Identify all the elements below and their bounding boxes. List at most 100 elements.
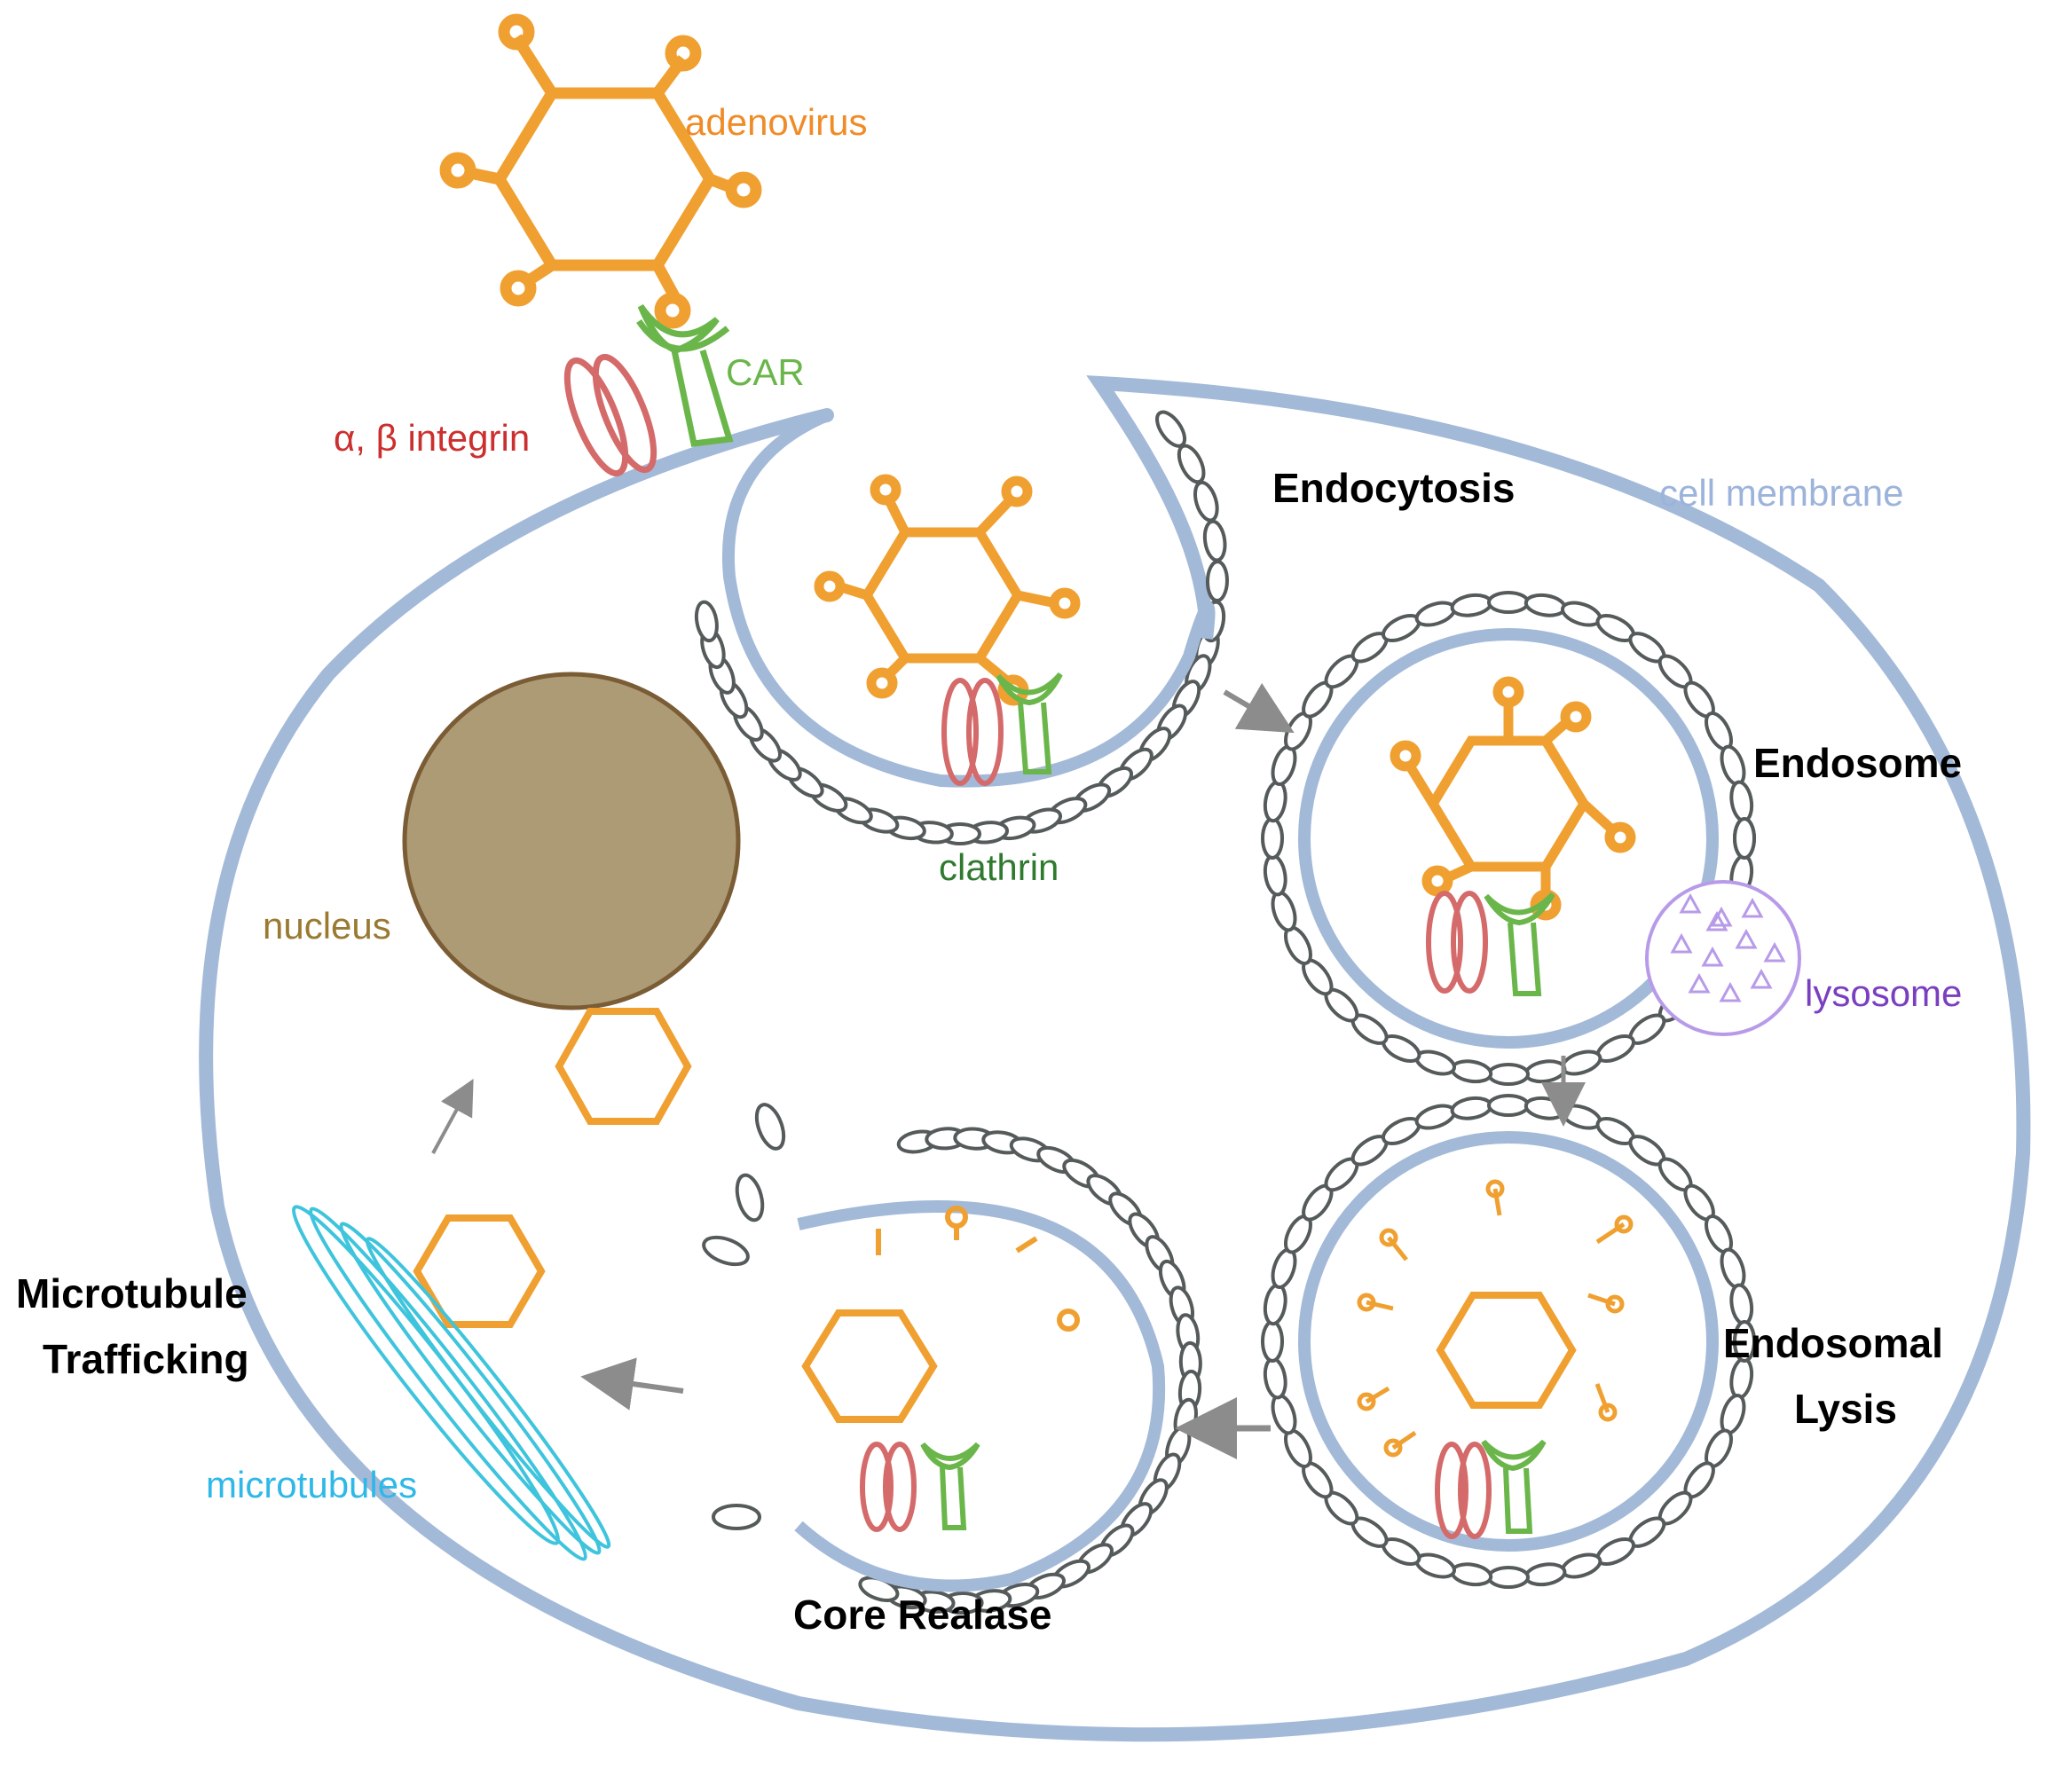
capsid-fragment [1587, 1293, 1616, 1307]
capsid-fragments-release [876, 1206, 1080, 1332]
lysis-endosome-membrane [1298, 1131, 1719, 1552]
capsid-fragment-head [945, 1206, 968, 1229]
clathrin-unit [1205, 560, 1229, 603]
clathrin-unit [1414, 1104, 1456, 1130]
label-integrin: α, β integrin [334, 417, 530, 459]
clathrin-unit [735, 1173, 765, 1222]
label-endocytosis: Endocytosis [1272, 465, 1516, 511]
clathrin-unit [1561, 1049, 1602, 1076]
car-receptor-lysis-icon [1481, 1439, 1547, 1534]
capsid-fragment-head [1614, 1214, 1634, 1234]
clathrin-unit [1524, 1562, 1567, 1587]
integrin-pit-icon [941, 678, 1004, 786]
clathrin-unit [1263, 853, 1287, 897]
viral-core-release-icon [801, 1309, 938, 1423]
integrin-endosome-icon [1426, 891, 1488, 994]
label-cell-membrane: cell membrane [1659, 472, 1903, 514]
arrow-release-to-trafficking [580, 1357, 684, 1411]
label-endosomal-lysis-1: Endosomal [1723, 1320, 1943, 1366]
clathrin-unit [1720, 1247, 1746, 1289]
car-receptor-pit-icon [996, 672, 1063, 774]
clathrin-unit [1561, 1552, 1602, 1579]
adenovirus-particle-icon [439, 13, 762, 329]
clathrin-unit [712, 1504, 761, 1530]
lysosome-icon [1645, 880, 1801, 1036]
nucleus-icon [402, 672, 741, 1010]
enzyme-triangle-icon [1705, 910, 1728, 931]
adenovirus-in-pit-icon [814, 474, 1081, 706]
capsid-fragment [1387, 1236, 1408, 1261]
label-microtubule-trafficking-2: Trafficking [43, 1336, 249, 1382]
capsid-fragment [1366, 1300, 1394, 1311]
capsid-fragment-head [1605, 1294, 1625, 1314]
clathrin-unit [1524, 1059, 1567, 1084]
label-clathrin: clathrin [939, 846, 1059, 888]
clathrin-unit [1733, 817, 1756, 860]
clathrin-unit [1487, 1566, 1530, 1589]
viral-core-at-nucleus-icon [555, 1008, 692, 1125]
capsid-fragment-head [1485, 1179, 1505, 1199]
clathrin-unit [1271, 1394, 1297, 1435]
enzyme-triangle-icon [1701, 946, 1724, 967]
clathrin-unit [1487, 591, 1530, 614]
lysosome-enzymes [1670, 892, 1786, 1002]
capsid-fragment [1391, 1430, 1417, 1450]
enzyme-triangle-icon [1670, 932, 1693, 954]
enzyme-triangle-icon [1763, 941, 1786, 963]
capsid-fragment-head [1057, 1309, 1080, 1332]
capsid-fragment-head [1357, 1293, 1376, 1312]
viral-core-lysis-icon [1436, 1292, 1577, 1409]
label-core-release: Core Realase [793, 1592, 1052, 1638]
cell-membrane [199, 375, 2031, 1742]
clathrin-unit [754, 1103, 786, 1151]
clathrin-unit [1450, 1562, 1493, 1587]
enzyme-triangle-icon [1688, 972, 1711, 994]
clathrin-unit [1193, 480, 1219, 523]
adenovirus-in-endosome-icon [1390, 676, 1636, 921]
microtubules-icon [291, 1205, 611, 1561]
clathrin-unit [702, 1235, 750, 1267]
clathrin-unit [1202, 519, 1227, 562]
clathrin-unit [1263, 1283, 1287, 1326]
clathrin-unit [1271, 891, 1297, 932]
label-microtubule-trafficking-1: Microtubule [16, 1270, 248, 1316]
car-receptor-icon [636, 303, 734, 447]
label-endosome: Endosome [1753, 740, 1962, 786]
label-endosomal-lysis-2: Lysis [1794, 1386, 1897, 1432]
clathrin-unit [1733, 1320, 1756, 1363]
label-adenovirus: adenovirus [685, 101, 867, 143]
clathrin-unit [1524, 593, 1567, 617]
clathrin-unit [1524, 1096, 1567, 1120]
capsid-fragment [1015, 1236, 1038, 1254]
capsid-fragment [1595, 1222, 1626, 1245]
label-car: CAR [726, 351, 805, 393]
endosome-membrane [1298, 628, 1719, 1049]
capsid-fragments-lysis [1357, 1179, 1634, 1458]
clathrin-unit [1720, 744, 1746, 786]
clathrin-coat-release [858, 1127, 1202, 1615]
clathrin-unit [1487, 1063, 1530, 1086]
clathrin-unit [1729, 780, 1754, 823]
label-lysosome: lysosome [1805, 972, 1962, 1014]
arrow-trafficking-to-nucleus [431, 1078, 474, 1154]
integrin-lysis-icon [1435, 1442, 1492, 1539]
clathrin-unit [1729, 1283, 1754, 1326]
capsid-fragment-head [1598, 1403, 1618, 1422]
clathrin-unit [1450, 593, 1493, 617]
enzyme-triangle-icon [1741, 897, 1764, 918]
enzyme-triangle-icon [1750, 968, 1773, 989]
clathrin-unit [1263, 1356, 1287, 1400]
clathrin-coat-lysis [1261, 1094, 1756, 1589]
invagination-membrane [722, 409, 1216, 788]
clathrin-unit [694, 600, 719, 643]
clathrin-unit [1487, 1094, 1530, 1117]
capsid-fragment-head [1357, 1392, 1376, 1411]
label-microtubules: microtubules [206, 1464, 417, 1505]
clathrin-unit [1414, 601, 1456, 627]
clathrin-unit [1177, 444, 1206, 484]
car-receptor-endosome-icon [1484, 892, 1555, 996]
capsid-fragment-head [1383, 1438, 1403, 1458]
clathrin-unit [1450, 1096, 1493, 1120]
